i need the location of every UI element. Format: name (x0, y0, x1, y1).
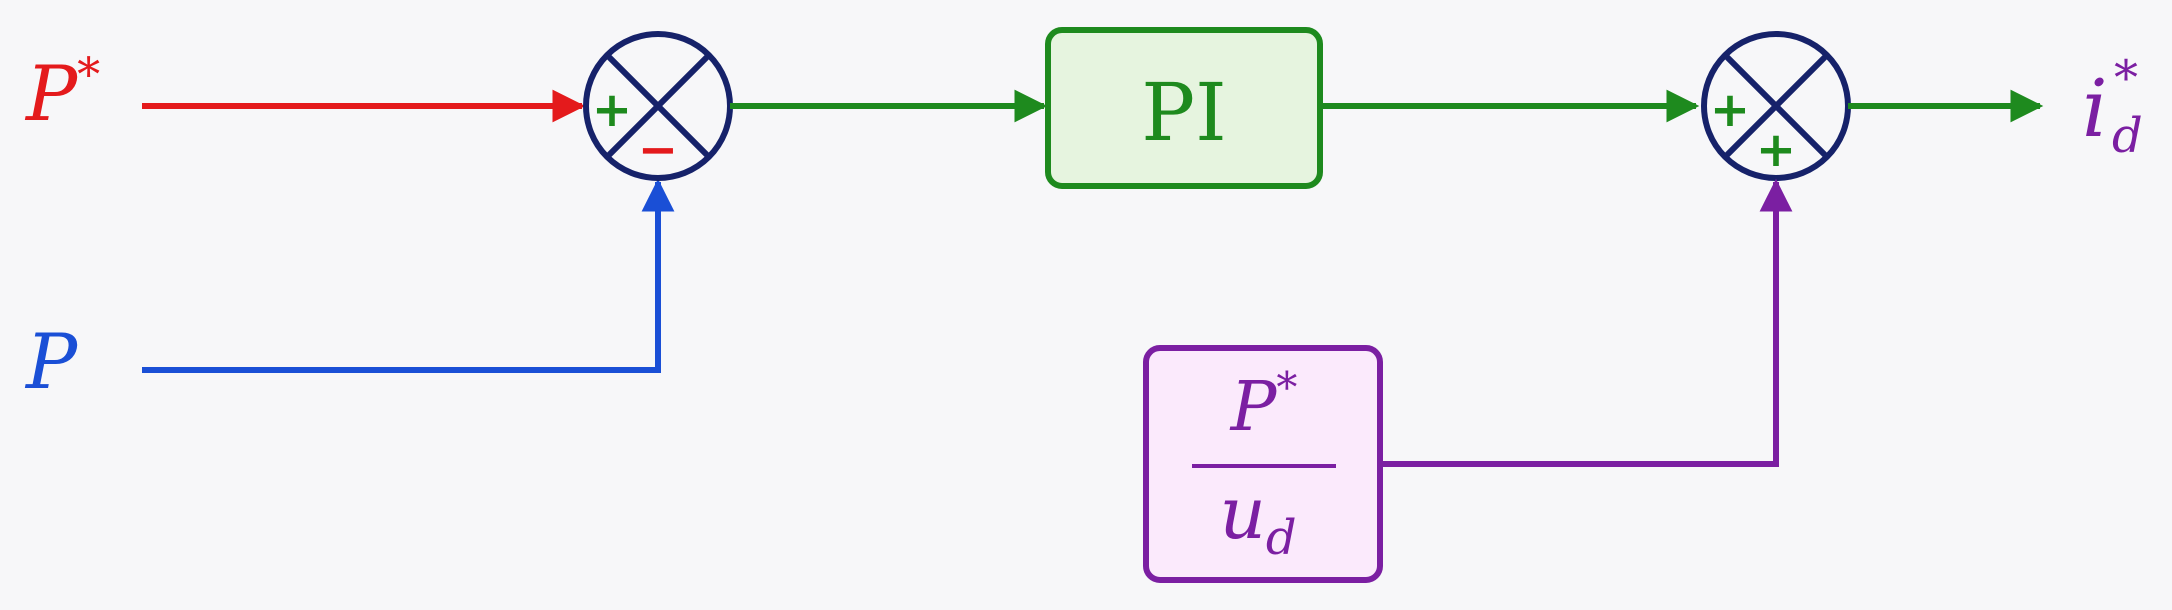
feedback-signal-arrow (142, 178, 675, 373)
feedforward-denominator: ud (1219, 471, 1296, 566)
reference-input-label: P* (24, 47, 100, 138)
measured-input-label: P (24, 317, 79, 406)
pi-controller-block (1045, 27, 1323, 189)
feedforward-signal-arrow (1382, 178, 1793, 467)
output-symbol: i (2082, 62, 2108, 155)
output-label: i * d (2082, 50, 2143, 164)
sum1-minus-sign: − (638, 122, 678, 178)
pi-controller-label: PI (1141, 66, 1226, 159)
sum1-plus-sign: + (592, 82, 632, 138)
sum2-plus-sign-left: + (1710, 82, 1750, 138)
feedforward-numerator: P* (1229, 363, 1298, 447)
output-subscript: d (2112, 108, 2143, 164)
sum2-plus-sign-bottom: + (1756, 122, 1796, 178)
output-superscript: * (2114, 50, 2138, 106)
